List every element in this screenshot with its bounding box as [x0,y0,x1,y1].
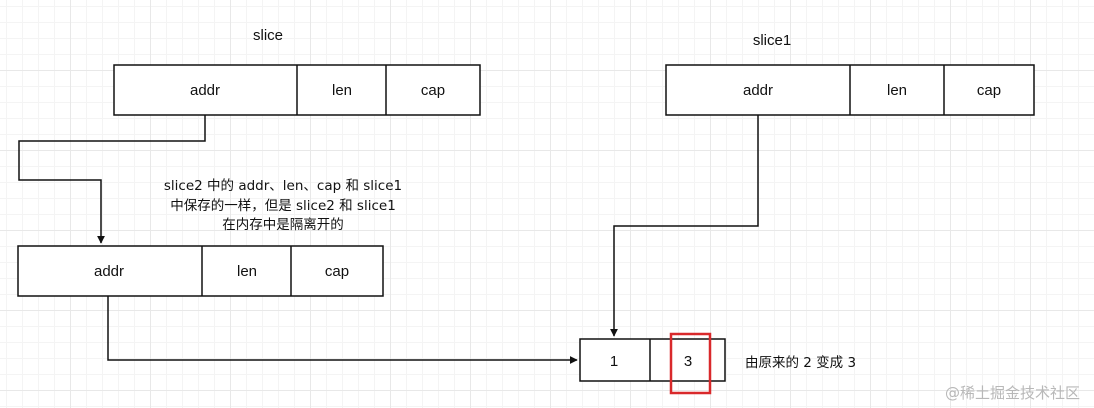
array-element-1: 1 [610,353,618,370]
slice-struct: slice addr len cap [113,27,481,116]
change-note: 由原来的 2 变成 3 [745,355,856,371]
slice-len-cell: len [332,82,352,99]
slice2-to-array-arrow [107,296,578,364]
array-box [579,338,726,382]
highlight-box [669,332,712,395]
slice2-addr-cell: addr [94,263,124,280]
slice2-cap-cell: cap [325,263,349,280]
slice-cap-cell: cap [421,82,445,99]
slice2-struct: addr len cap [17,245,384,297]
slice1-to-array-arrow [610,115,759,337]
note-line: slice2 中的 addr、len、cap 和 slice1 [164,178,402,194]
note-line: 中保存的一样，但是 slice2 和 slice1 [170,198,396,214]
explanation-note: slice2 中的 addr、len、cap 和 slice1 中保存的一样，但… [164,178,402,233]
slice1-len-cell: len [887,82,907,99]
slice-addr-cell: addr [190,82,220,99]
watermark: @稀土掘金技术社区 [945,384,1080,402]
slice1-title: slice1 [753,32,791,49]
note-line: 在内存中是隔离开的 [222,216,344,233]
slice-to-slice2-arrow [18,115,206,244]
slice2-len-cell: len [237,263,257,280]
slice1-struct: slice1 addr len cap [665,32,1035,116]
slice-title: slice [253,27,283,44]
underlying-array: 1 3 由原来的 2 变成 3 [579,332,856,395]
array-element-2: 3 [684,353,692,370]
slice1-cap-cell: cap [977,82,1001,99]
slice2-box [17,245,384,297]
slice1-addr-cell: addr [743,82,773,99]
